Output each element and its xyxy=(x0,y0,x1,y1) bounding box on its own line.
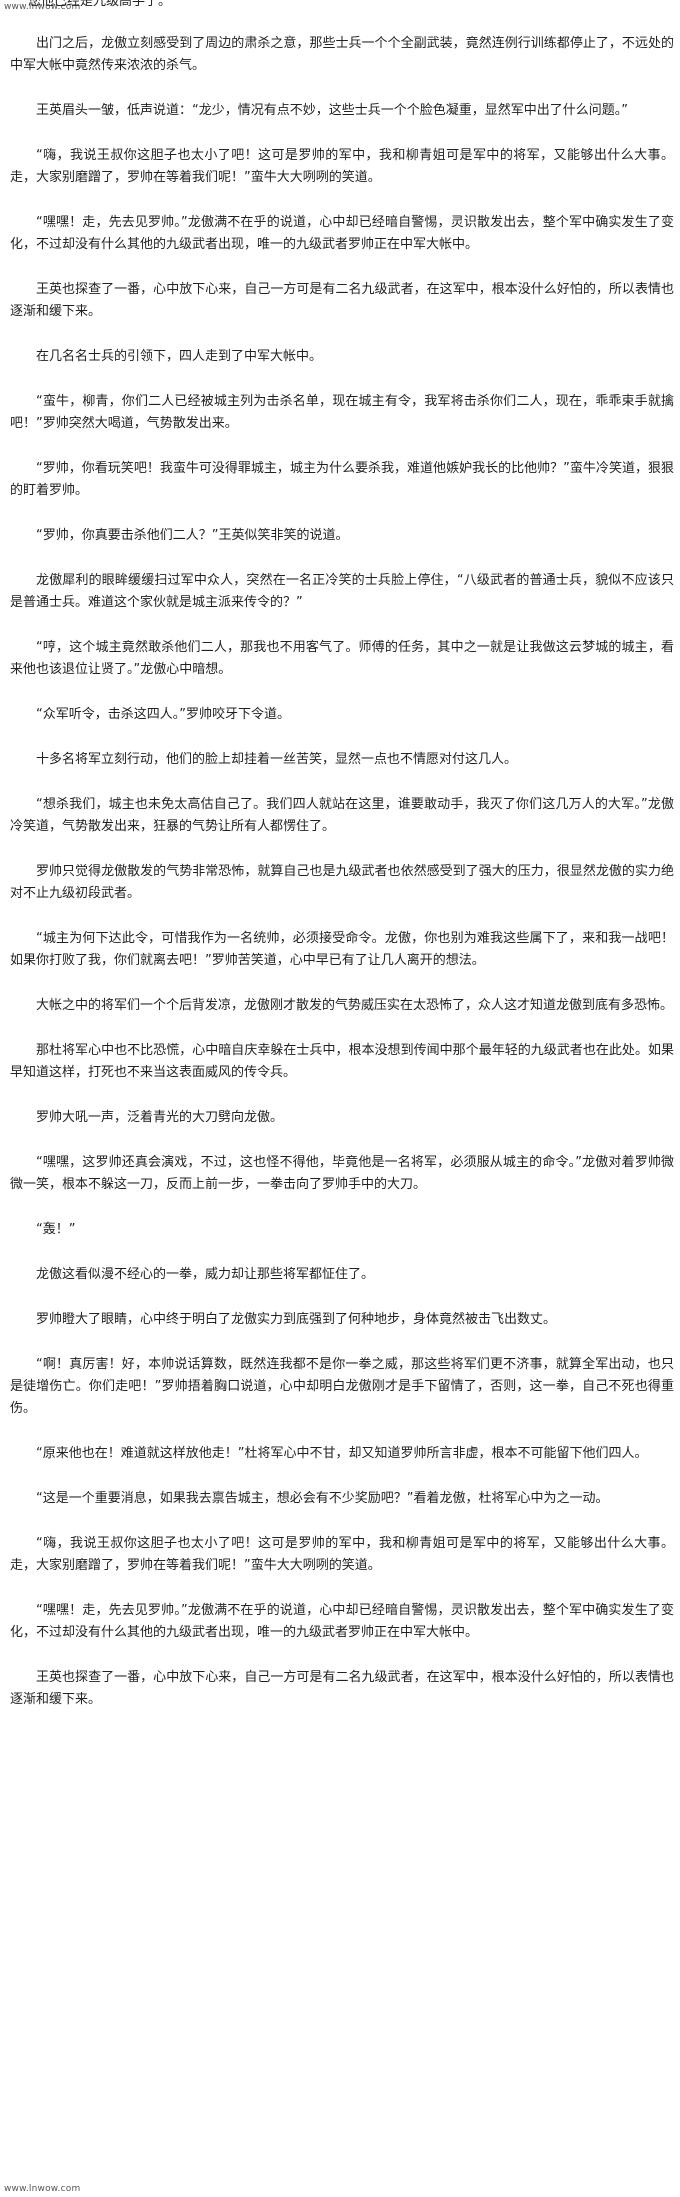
paragraph: 罗帅瞪大了眼睛，心中终于明白了龙傲实力到底强到了何种地步，身体竟然被击飞出数丈。 xyxy=(36,1312,557,1327)
document-body: 您他已经是九级高手了。 出门之后，龙傲立刻感受到了周边的肃杀之意，那些士兵一个个… xyxy=(10,0,674,1711)
paragraph: “轰！” xyxy=(36,1222,76,1237)
paragraph: “嗨，我说王叔你这胆子也太小了吧！这可是罗帅的军中，我和柳青姐可是军中的将军，又… xyxy=(10,1536,674,1573)
paragraph: 王英也探查了一番，心中放下心来，自己一方可是有二名九级武者，在这军中，根本没什么… xyxy=(10,1670,674,1707)
lead-line: 您他已经是九级高手了。 xyxy=(28,0,172,9)
paragraph: 罗帅大吼一声，泛着青光的大刀劈向龙傲。 xyxy=(36,1110,284,1125)
paragraph: 大帐之中的将军们一个个后背发凉，龙傲刚才散发的气势威压实在太恐怖了，众人这才知道… xyxy=(36,998,674,1013)
paragraph-list: 出门之后，龙傲立刻感受到了周边的肃杀之意，那些士兵一个个全副武装，竟然连例行训练… xyxy=(10,33,674,1711)
paragraph: “嘿嘿！走，先去见罗帅。”龙傲满不在乎的说道，心中却已经暗自警惕，灵识散发出去，… xyxy=(10,215,674,252)
paragraph: “嘿嘿，这罗帅还真会演戏，不过，这也怪不得他，毕竟他是一名将军，必须服从城主的命… xyxy=(10,1155,674,1192)
paragraph: 王英眉头一皱，低声说道：“龙少，情况有点不妙，这些士兵一个个脸色凝重，显然军中出… xyxy=(36,103,628,118)
paragraph: “啊！真厉害！好，本帅说话算数，既然连我都不是你一拳之威，那这些将军们更不济事，… xyxy=(10,1357,674,1416)
paragraph: “原来他也在！难道就这样放他走！”杜将军心中不甘，却又知道罗帅所言非虚，根本不可… xyxy=(36,1446,648,1461)
paragraph: 罗帅只觉得龙傲散发的气势非常恐怖，就算自己也是九级武者也依然感受到了强大的压力，… xyxy=(10,864,674,901)
paragraph: “哼，这个城主竟然敢杀他们二人，那我也不用客气了。师傅的任务，其中之一就是让我做… xyxy=(10,640,674,677)
paragraph: 出门之后，龙傲立刻感受到了周边的肃杀之意，那些士兵一个个全副武装，竟然连例行训练… xyxy=(10,36,674,73)
paragraph: 龙傲犀利的眼眸缓缓扫过军中众人，突然在一名正冷笑的士兵脸上停住，“八级武者的普通… xyxy=(10,573,674,610)
paragraph: “想杀我们，城主也未免太高估自己了。我们四人就站在这里，谁要敢动手，我灭了你们这… xyxy=(10,797,674,834)
paragraph: “众军听令，击杀这四人。”罗帅咬牙下令道。 xyxy=(36,707,290,722)
paragraph: 龙傲这看似漫不经心的一拳，威力却让那些将军都怔住了。 xyxy=(36,1267,375,1282)
paragraph: 王英也探查了一番，心中放下心来，自己一方可是有二名九级武者，在这军中，根本没什么… xyxy=(10,282,674,319)
paragraph: “城主为何下达此令，可惜我作为一名统帅，必须接受命令。龙傲，你也别为难我这些属下… xyxy=(10,931,674,968)
watermark-top: www.lnwow.com xyxy=(4,2,81,12)
paragraph: 在几名名士兵的引领下，四人走到了中军大帐中。 xyxy=(36,349,323,364)
paragraph: “蛮牛，柳青，你们二人已经被城主列为击杀名单，现在城主有令，我军将击杀你们二人，… xyxy=(10,394,674,431)
paragraph: “这是一个重要消息，如果我去禀告城主，想必会有不少奖励吧？”看着龙傲，杜将军心中… xyxy=(36,1491,609,1506)
paragraph: 那杜将军心中也不比恐慌，心中暗自庆幸躲在士兵中，根本没想到传闻中那个最年轻的九级… xyxy=(10,1043,674,1080)
paragraph: “嗨，我说王叔你这胆子也太小了吧！这可是罗帅的军中，我和柳青姐可是军中的将军，又… xyxy=(10,148,674,185)
paragraph: “罗帅，你看玩笑吧！我蛮牛可没得罪城主，城主为什么要杀我，难道他嫉妒我长的比他帅… xyxy=(10,461,674,498)
paragraph: 十多名将军立刻行动，他们的脸上却挂着一丝苦笑，显然一点也不情愿对付这几人。 xyxy=(36,752,518,767)
paragraph: “罗帅，你真要击杀他们二人？”王英似笑非笑的说道。 xyxy=(36,528,349,543)
watermark-bottom: www.lnwow.com xyxy=(4,2184,81,2194)
paragraph: “嘿嘿！走，先去见罗帅。”龙傲满不在乎的说道，心中却已经暗自警惕，灵识散发出去，… xyxy=(10,1603,674,1640)
